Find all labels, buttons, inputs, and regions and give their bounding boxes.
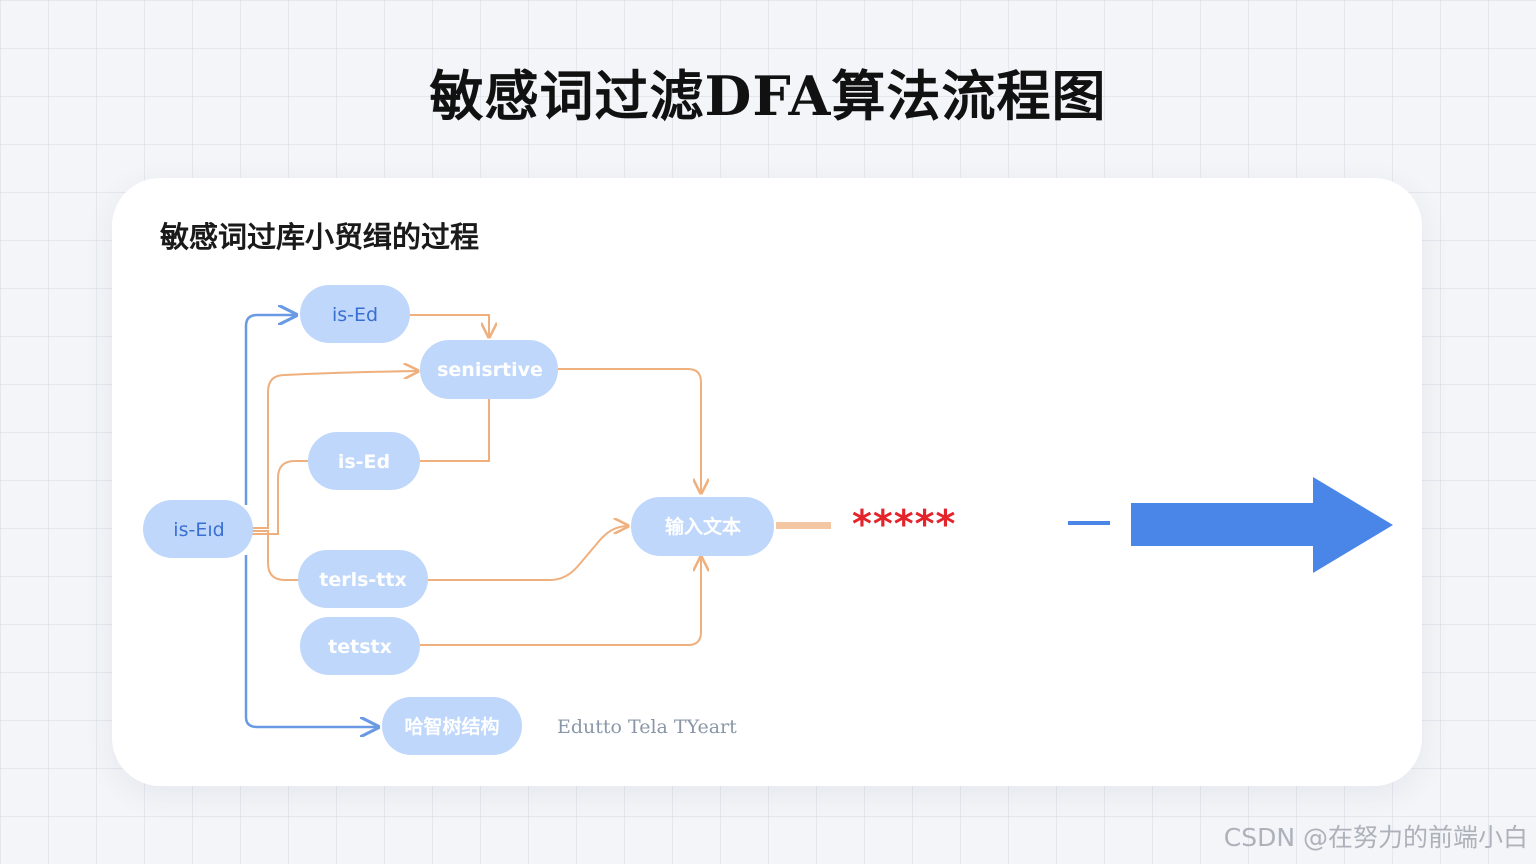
node-tetstx: tetstx [300,617,420,675]
card-title: 敏感词过库小贸缉的过程 [160,220,480,254]
node-hash-label: 哈智树结构 [404,715,499,738]
edge-root-to-mid [252,460,308,535]
page-title: 敏感词过滤DFA算法流程图 [429,64,1107,128]
csdn-watermark: CSDN @在努力的前端小白 [1223,823,1528,852]
masked-output: ***** [852,502,956,546]
edge-mid-to-sensitive [420,399,490,462]
footnote-label: Edutto Tela TYeart [557,716,737,738]
node-hash: 哈智树结构 [382,697,522,755]
edge-root-to-terls [252,530,300,581]
node-sensitive: senisrtive [420,340,558,399]
node-top-label: is-Ed [332,304,378,326]
dash-mark [1068,521,1110,525]
node-root: is-Eıd [143,500,253,558]
edge-top-to-sensitive [410,314,489,337]
node-root-label: is-Eıd [173,519,224,541]
node-tetstx-label: tetstx [328,636,392,658]
edge-tetstx-to-input [420,557,701,646]
edge-terls-to-input [428,526,628,581]
node-mid: is-Ed [308,432,420,490]
edge-root-to-top [244,315,296,505]
node-sensitive-label: senisrtive [437,359,543,381]
node-mid-label: is-Ed [338,451,390,473]
node-top: is-Ed [300,285,410,343]
node-input-label: 输入文本 [665,515,741,538]
edge-sensitive-to-input [558,368,701,493]
edge-root-to-hash [244,555,378,727]
edge-root-to-sensitive [252,371,418,529]
node-terls-label: terls-ttx [319,569,406,591]
big-arrow-icon [1131,477,1393,573]
node-input: 输入文本 [631,497,774,556]
output-connector [776,522,831,529]
node-terls: terls-ttx [298,550,428,608]
